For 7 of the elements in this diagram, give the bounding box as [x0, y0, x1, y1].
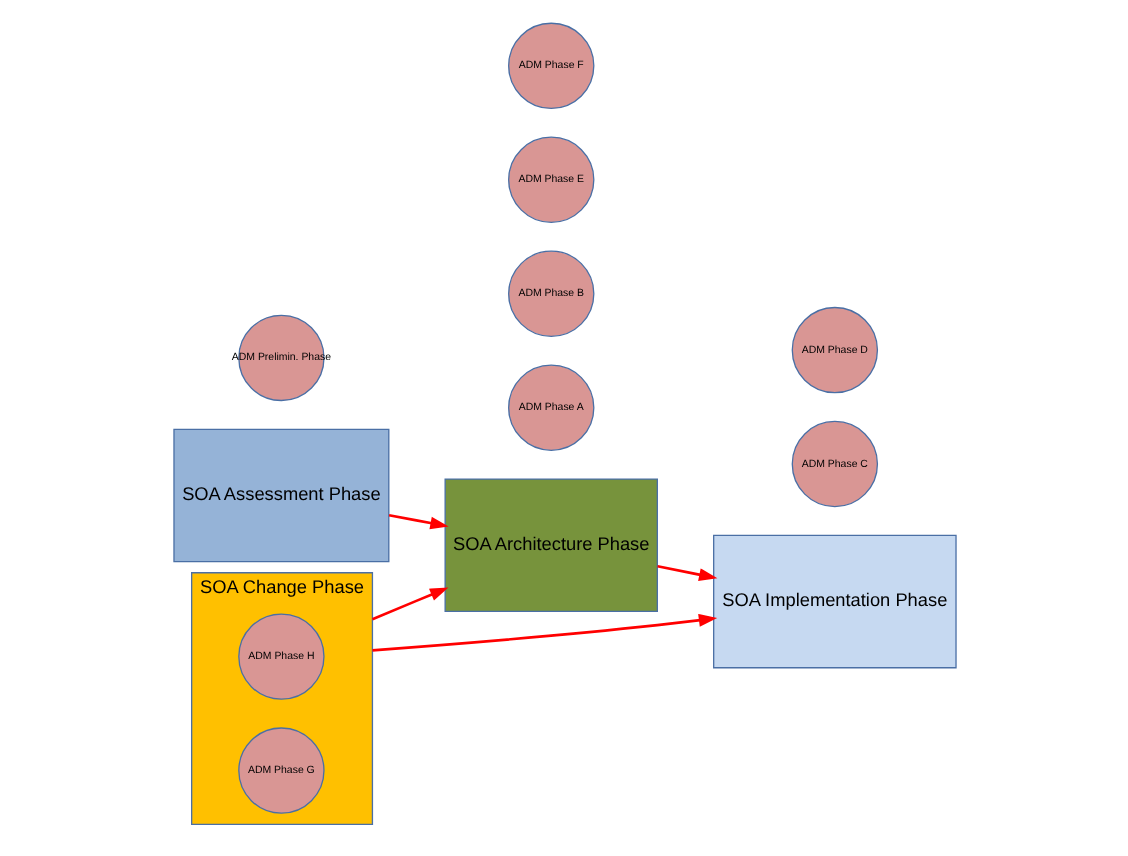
- node-box: SOA Architecture Phase: [443, 477, 657, 612]
- arrow: [387, 513, 448, 529]
- arrow: [371, 612, 717, 651]
- arrow: [656, 564, 717, 580]
- arrow: [370, 586, 448, 620]
- node-box: SOA Implementation Phase: [712, 533, 956, 668]
- node-box: SOA Assessment Phase: [172, 427, 389, 562]
